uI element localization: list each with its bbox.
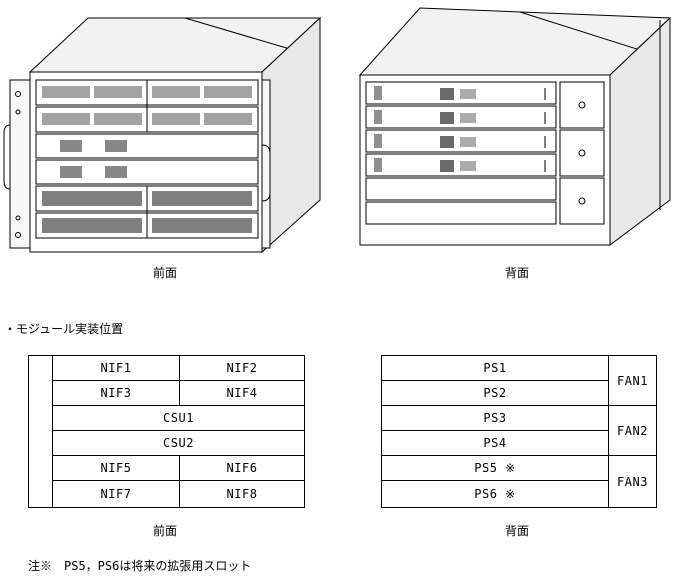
rear-chassis-illustration	[358, 7, 672, 246]
front-chassis-illustration	[3, 16, 322, 254]
slot-ps6: PS6 ※	[474, 487, 516, 501]
front-table-col-divider	[179, 356, 180, 405]
slot-csu2: CSU2	[163, 436, 194, 450]
rear-slot-table: PS1 PS2 PS3 PS4 PS5 ※ PS6 ※ FAN1 FAN2 FA…	[381, 355, 657, 508]
front-slot-table: NIF1 NIF2 NIF3 NIF4 CSU1 CSU2 NIF5 NIF6 …	[28, 355, 305, 508]
slot-nif2: NIF2	[226, 361, 258, 375]
slot-ps2: PS2	[483, 386, 507, 400]
front-table-row-divider	[52, 405, 304, 406]
slot-ps3: PS3	[483, 411, 507, 425]
rear-photo-caption: 背面	[504, 266, 529, 280]
footnote: 注※ PS5，PS6は将来の拡張用スロット	[28, 559, 252, 573]
rear-table-row-divider	[382, 480, 608, 481]
slot-nif4: NIF4	[226, 386, 258, 400]
slot-nif1: NIF1	[100, 361, 132, 375]
slot-csu1: CSU1	[163, 411, 194, 425]
front-table-row-divider	[52, 480, 304, 481]
rear-table-row-divider	[382, 380, 608, 381]
rear-table-row-divider	[382, 405, 656, 406]
front-photo-caption: 前面	[152, 266, 177, 280]
rear-table-row-divider	[382, 430, 608, 431]
section-heading: ・モジュール実装位置	[4, 322, 124, 336]
slot-fan3: FAN3	[617, 474, 648, 489]
slot-nif7: NIF7	[100, 487, 132, 501]
rear-table-col-divider	[608, 356, 609, 507]
rear-table-row-divider	[382, 455, 656, 456]
slot-nif8: NIF8	[226, 487, 258, 501]
front-table-margin-divider	[52, 356, 53, 507]
slot-nif6: NIF6	[226, 461, 258, 475]
slot-ps4: PS4	[483, 436, 507, 450]
slot-fan2: FAN2	[617, 423, 648, 438]
slot-fan1: FAN1	[617, 373, 648, 388]
slot-nif5: NIF5	[100, 461, 132, 475]
front-table-caption: 前面	[152, 524, 177, 538]
front-table-row-divider	[52, 380, 304, 381]
front-table-row-divider	[52, 455, 304, 456]
front-table-col-divider	[179, 455, 180, 507]
slot-ps5: PS5 ※	[474, 461, 516, 475]
slot-ps1: PS1	[483, 361, 507, 375]
front-table-row-divider	[52, 430, 304, 431]
rear-table-caption: 背面	[504, 524, 529, 538]
slot-nif3: NIF3	[100, 386, 132, 400]
